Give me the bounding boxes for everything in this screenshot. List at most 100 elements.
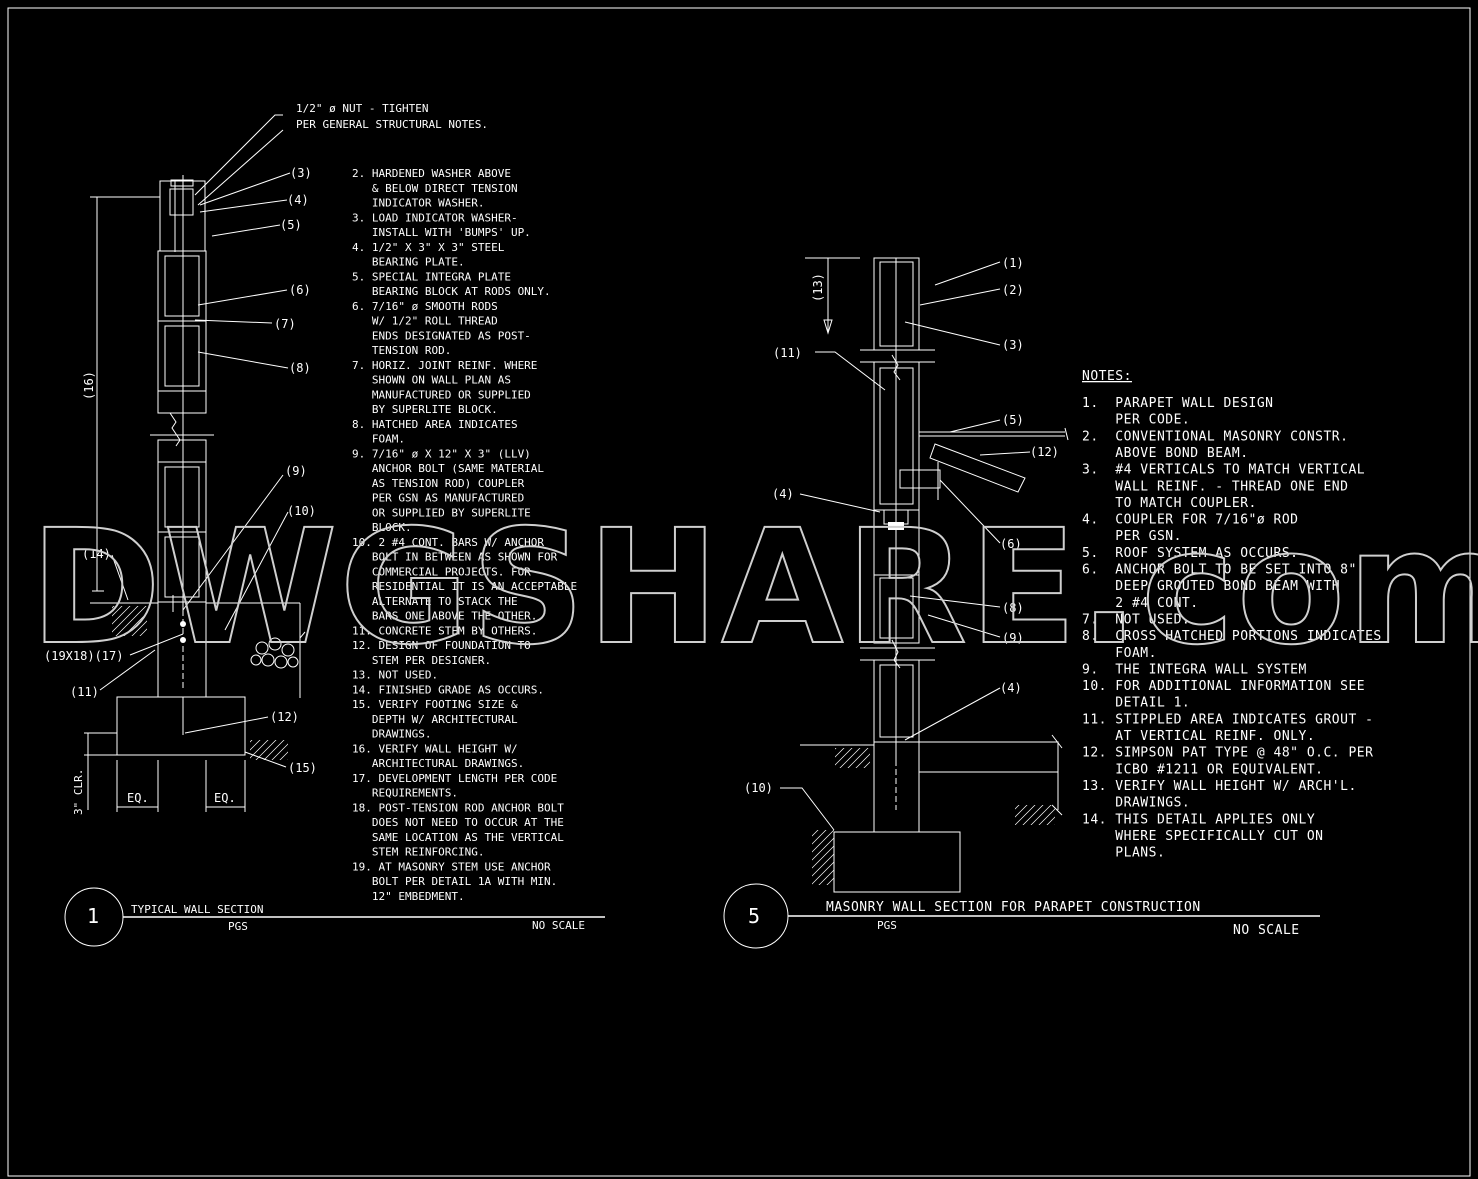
note-line: 12. SIMPSON PAT TYPE @ 48" O.C. PER: [1082, 746, 1373, 761]
d1-callout-14: (14): [82, 547, 111, 561]
d5-title: MASONRY WALL SECTION FOR PARAPET CONSTRU…: [826, 900, 1201, 915]
note-line: BY SUPERLITE BLOCK.: [352, 403, 498, 416]
d1-callout-6: (6): [289, 283, 311, 297]
note-line: 11. CONCRETE STEM BY OTHERS.: [352, 624, 537, 637]
sheet-border: [7, 7, 1471, 1177]
note-line: ENDS DESIGNATED AS POST-: [352, 329, 531, 342]
watermark: DWGSHARE.com: [30, 496, 1478, 680]
note-line: ANCHOR BOLT (SAME MATERIAL: [352, 462, 544, 475]
d1-callouts: (3) (4) (5) (6) (7) (8) (9) (10) (11) (1…: [44, 166, 317, 775]
d5-callout-11: (11): [773, 346, 802, 360]
d5-callout-2: (2): [1002, 283, 1024, 297]
note-line: 12" EMBEDMENT.: [352, 890, 465, 903]
note-line: BEARING BLOCK AT RODS ONLY.: [352, 285, 551, 298]
note-line: 7. NOT USED.: [1082, 612, 1190, 627]
note-line: TO MATCH COUPLER.: [1082, 496, 1257, 511]
d5-callout-4-lower: (4): [1000, 681, 1022, 695]
note-line: 16. VERIFY WALL HEIGHT W/: [352, 742, 518, 755]
note-line: 3. #4 VERTICALS TO MATCH VERTICAL: [1082, 463, 1365, 478]
note-line: DRAWINGS.: [352, 728, 431, 741]
note-line: 3. LOAD INDICATOR WASHER-: [352, 211, 518, 224]
d1-callout-7: (7): [274, 317, 296, 331]
note-line: W/ 1/2" ROLL THREAD: [352, 315, 498, 328]
note-line: SHOWN ON WALL PLAN AS: [352, 374, 511, 387]
note-line: 5. ROOF SYSTEM AS OCCURS.: [1082, 546, 1299, 561]
note-line: ALTERNATE TO STACK THE: [352, 595, 518, 608]
note-line: BOLT IN BETWEEN AS SHOWN FOR: [352, 551, 558, 564]
note-line: WHERE SPECIFICALLY CUT ON: [1082, 829, 1323, 844]
note-line: PER GSN AS MANUFACTURED: [352, 492, 524, 505]
note-line: BOLT PER DETAIL 1A WITH MIN.: [352, 875, 557, 888]
note-line: 19. AT MASONRY STEM USE ANCHOR: [352, 860, 551, 873]
note-line: 9. 7/16" ø X 12" X 3" (LLV): [352, 447, 531, 460]
note-line: RESIDENTIAL IT IS AN ACCEPTABLE: [352, 580, 577, 593]
note-line: 14. FINISHED GRADE AS OCCURS.: [352, 683, 544, 696]
note-line: BLOCK.: [352, 521, 412, 534]
note-line: SAME LOCATION AS THE VERTICAL: [352, 831, 564, 844]
note-line: 8. CROSS HATCHED PORTIONS INDICATES: [1082, 629, 1382, 644]
note-line: 9. THE INTEGRA WALL SYSTEM: [1082, 662, 1307, 677]
d1-callout-16: (16): [82, 371, 96, 400]
note-line: 7. HORIZ. JOINT REINF. WHERE: [352, 359, 537, 372]
note-line: FOAM.: [1082, 646, 1157, 661]
note-line: 15. VERIFY FOOTING SIZE &: [352, 698, 518, 711]
note-line: 11. STIPPLED AREA INDICATES GROUT -: [1082, 712, 1373, 727]
note-line: 14. THIS DETAIL APPLIES ONLY: [1082, 812, 1315, 827]
note-line: INSTALL WITH 'BUMPS' UP.: [352, 226, 531, 239]
d5-callout-9: (9): [1002, 631, 1024, 645]
d1-dim-clearance: 3" CLR.: [72, 769, 85, 815]
d5-subtitle: PGS: [877, 919, 897, 932]
note-line: DEEP GROUTED BOND BEAM WITH: [1082, 579, 1340, 594]
note-line: AT VERTICAL REINF. ONLY.: [1082, 729, 1315, 744]
note-line: TENSION ROD.: [352, 344, 451, 357]
note-line: DETAIL 1.: [1082, 696, 1190, 711]
d1-callout-11: (11): [70, 685, 99, 699]
detail-5-drawing: [723, 257, 1320, 949]
d5-callout-8: (8): [1002, 601, 1024, 615]
note-line: 12. DESIGN OF FOUNDATION TO: [352, 639, 531, 652]
d5-notes: 1. PARAPET WALL DESIGN PER CODE.2. CONVE…: [1082, 396, 1382, 861]
d1-notes: 2. HARDENED WASHER ABOVE & BELOW DIRECT …: [352, 167, 577, 903]
note-line: 6. ANCHOR BOLT TO BE SET INTO 8": [1082, 563, 1357, 578]
d1-callout-12: (12): [270, 710, 299, 724]
d1-callout-9: (9): [285, 464, 307, 478]
d5-callout-4-upper: (4): [772, 487, 794, 501]
d5-callout-12: (12): [1030, 445, 1059, 459]
note-line: 1. PARAPET WALL DESIGN: [1082, 396, 1274, 411]
d5-scale: NO SCALE: [1233, 923, 1300, 938]
note-line: PER CODE.: [1082, 413, 1190, 428]
note-line: 5. SPECIAL INTEGRA PLATE: [352, 270, 511, 283]
note-line: 13. VERIFY WALL HEIGHT W/ ARCH'L.: [1082, 779, 1357, 794]
d1-callout-10: (10): [287, 504, 316, 518]
d1-callout-4: (4): [287, 193, 309, 207]
note-line: 2. HARDENED WASHER ABOVE: [352, 167, 511, 180]
note-line: STEM REINFORCING.: [352, 846, 484, 859]
note-line: 2 #4 CONT.: [1082, 596, 1199, 611]
note-line: 10. 2 #4 CONT. BARS W/ ANCHOR: [352, 536, 544, 549]
note-line: INDICATOR WASHER.: [352, 197, 484, 210]
d1-callout-15: (15): [288, 761, 317, 775]
note-line: BEARING PLATE.: [352, 256, 465, 269]
note-line: REQUIREMENTS.: [352, 787, 458, 800]
note-line: WALL REINF. - THREAD ONE END: [1082, 479, 1348, 494]
note-line: FOAM.: [352, 433, 405, 446]
d5-callout-13: (13): [811, 273, 825, 302]
note-line: & BELOW DIRECT TENSION: [352, 182, 518, 195]
d5-callout-5: (5): [1002, 413, 1024, 427]
d1-top-note-2: PER GENERAL STRUCTURAL NOTES.: [296, 118, 488, 131]
note-line: ABOVE BOND BEAM.: [1082, 446, 1249, 461]
note-line: 4. 1/2" X 3" X 3" STEEL: [352, 241, 505, 254]
note-line: 8. HATCHED AREA INDICATES: [352, 418, 518, 431]
d5-callout-3: (3): [1002, 338, 1024, 352]
d1-scale: NO SCALE: [532, 919, 585, 932]
note-line: BARS ONE ABOVE THE OTHER.: [352, 610, 537, 623]
note-line: 18. POST-TENSION ROD ANCHOR BOLT: [352, 801, 564, 814]
d5-notes-heading: NOTES:: [1082, 369, 1132, 384]
note-line: 13. NOT USED.: [352, 669, 438, 682]
d5-detail-number: 5: [748, 904, 761, 928]
note-line: DOES NOT NEED TO OCCUR AT THE: [352, 816, 564, 829]
note-line: DEPTH W/ ARCHITECTURAL: [352, 713, 518, 726]
d1-top-note-1: 1/2" ø NUT - TIGHTEN: [296, 102, 428, 115]
note-line: DRAWINGS.: [1082, 796, 1190, 811]
